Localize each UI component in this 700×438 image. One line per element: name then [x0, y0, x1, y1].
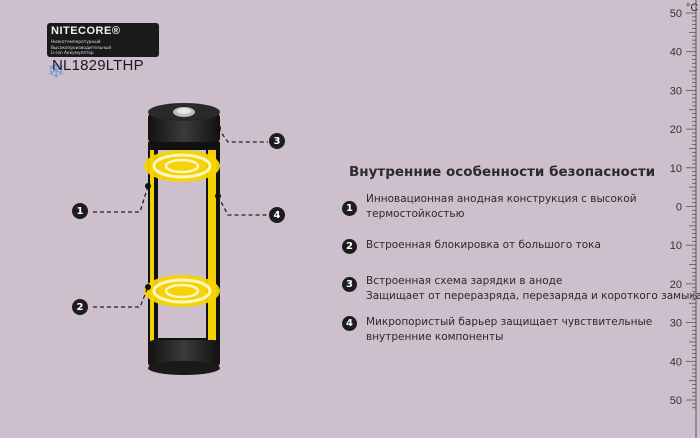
- brand-name: NITECORE®: [51, 25, 121, 37]
- tagline-line-1: Низкотемпературный Высокопроизводительны…: [51, 40, 112, 51]
- brand-tagline: Низкотемпературный Высокопроизводительны…: [51, 40, 155, 57]
- callout-4: 4: [269, 207, 285, 223]
- feature-line: Встроенная схема зарядки в аноде: [366, 275, 563, 287]
- scale-label: 20: [670, 279, 682, 291]
- ring-upper: [144, 150, 220, 182]
- feature-line: термостойкостью: [366, 208, 465, 220]
- scale-label: 10: [670, 163, 682, 175]
- feature-number: 2: [342, 239, 357, 254]
- feature-text: Инновационная анодная конструкция с высо…: [366, 192, 637, 222]
- feature-number: 1: [342, 201, 357, 216]
- scale-label: 0: [676, 202, 682, 214]
- logo-plate: NITECORE® Низкотемпературный Высокопроиз…: [47, 23, 159, 57]
- leader-dots: [145, 125, 221, 290]
- feature-number: 4: [342, 316, 357, 331]
- battery-illustration: [93, 103, 268, 375]
- features-title: Внутренние особенности безопасности: [349, 164, 656, 180]
- ring-lower: [144, 275, 220, 307]
- battery-bottom: [148, 340, 220, 375]
- scale-label: 30: [670, 318, 682, 330]
- feature-line: Инновационная анодная конструкция с высо…: [366, 193, 637, 205]
- feature-line: Защищает от переразряда, перезаряда и ко…: [366, 290, 700, 302]
- battery-top-cap: [148, 103, 220, 144]
- feature-line: Встроенная блокировка от большого тока: [366, 239, 601, 251]
- feature-line: Микропористый барьер защищает чувствител…: [366, 316, 653, 328]
- leader-lines: [93, 127, 268, 308]
- thermometer-scale: 50 40 30 20 10 0 10 20 30 40 50 °C: [670, 0, 698, 438]
- snowflake-icon: ❄: [47, 59, 66, 84]
- feature-text: Встроенная схема зарядки в аноде Защищае…: [366, 274, 700, 304]
- scale-label: 10: [670, 240, 682, 252]
- feature-text: Микропористый барьер защищает чувствител…: [366, 315, 652, 345]
- scale-label: 30: [670, 85, 682, 97]
- scale-label: 50: [670, 8, 682, 20]
- feature-line: внутренние компоненты: [366, 331, 504, 343]
- scale-label: 40: [670, 47, 682, 59]
- feature-number: 3: [342, 277, 357, 292]
- scale-label: 50: [670, 395, 682, 407]
- callout-2: 2: [72, 299, 88, 315]
- scale-label: 40: [670, 356, 682, 368]
- callout-1: 1: [72, 203, 88, 219]
- scale-unit: °C: [686, 2, 698, 14]
- feature-text: Встроенная блокировка от большого тока: [366, 238, 601, 253]
- callout-3: 3: [269, 133, 285, 149]
- tagline-line-2: Li-ion Аккумулятор: [51, 51, 94, 56]
- scale-label: 20: [670, 124, 682, 136]
- model-name: NL1829LTHP: [52, 57, 144, 74]
